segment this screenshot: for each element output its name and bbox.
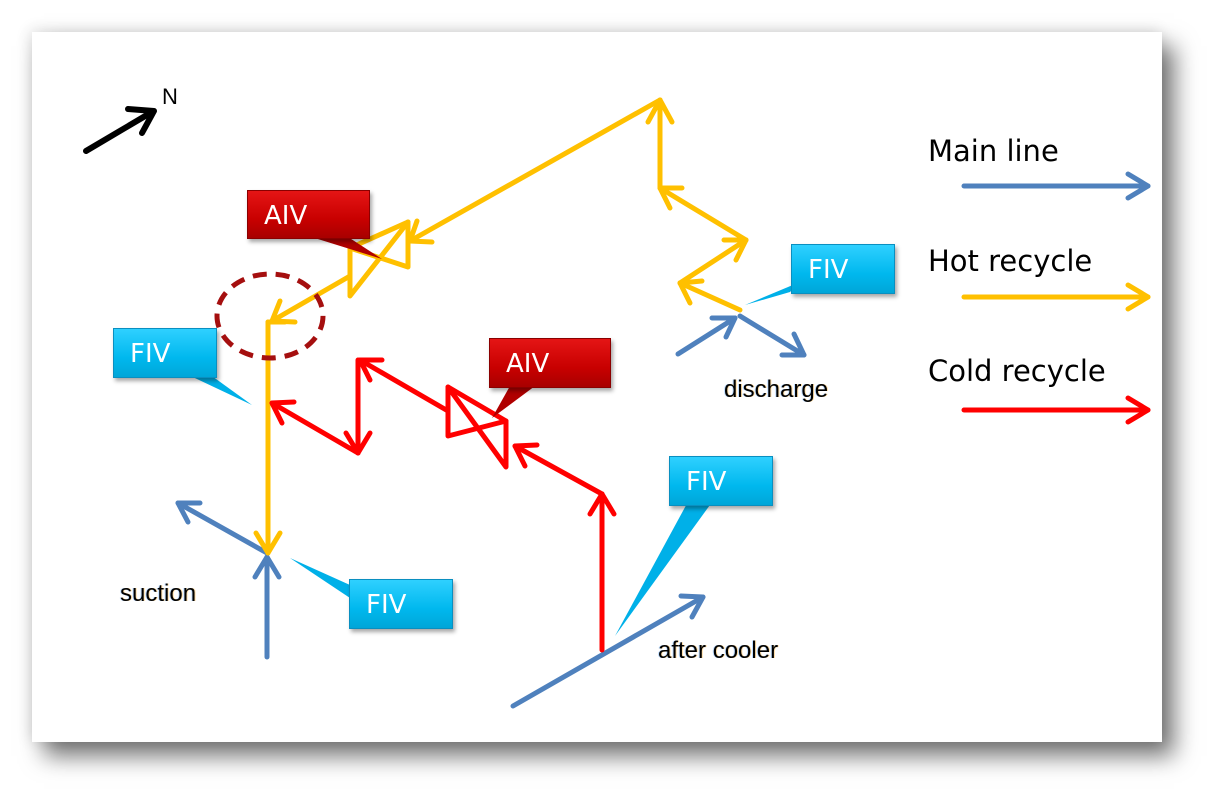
legend-arrow-cold-recycle (961, 395, 1151, 425)
fiv-label: FIV (686, 467, 727, 497)
aiv-label: AIV (264, 201, 308, 231)
callout-pointers (180, 235, 800, 636)
main-line-after-cooler (510, 593, 706, 709)
legend-arrow-hot-recycle (961, 282, 1151, 312)
main-line-suction (175, 500, 282, 660)
fiv-callout-suction-lower: FIV (349, 579, 453, 629)
aiv-callout-hot-recycle: AIV (247, 190, 370, 239)
discharge-label: discharge (724, 376, 829, 403)
north-label: N (162, 84, 178, 109)
legend-arrow-main-line (961, 171, 1151, 201)
fiv-label: FIV (130, 339, 171, 369)
fiv-callout-suction-upper: FIV (113, 328, 217, 378)
legend-cold-recycle: Cold recycle (928, 354, 1106, 388)
highlight-circle (214, 271, 326, 361)
cold-recycle-line (269, 357, 617, 653)
aiv-label: AIV (506, 349, 550, 379)
fiv-callout-discharge: FIV (791, 244, 895, 294)
suction-label: suction (120, 580, 197, 607)
main-line-discharge (675, 313, 807, 358)
north-arrow-icon (83, 106, 157, 154)
after-cooler-label: after cooler (658, 637, 779, 664)
fiv-label: FIV (366, 590, 407, 620)
fiv-label: FIV (808, 255, 849, 285)
legend-hot-recycle: Hot recycle (928, 244, 1093, 278)
hot-recycle-line (253, 97, 749, 556)
fiv-callout-after-cooler: FIV (669, 456, 773, 506)
legend-main-line: Main line (928, 134, 1059, 168)
aiv-callout-cold-recycle: AIV (489, 338, 611, 388)
